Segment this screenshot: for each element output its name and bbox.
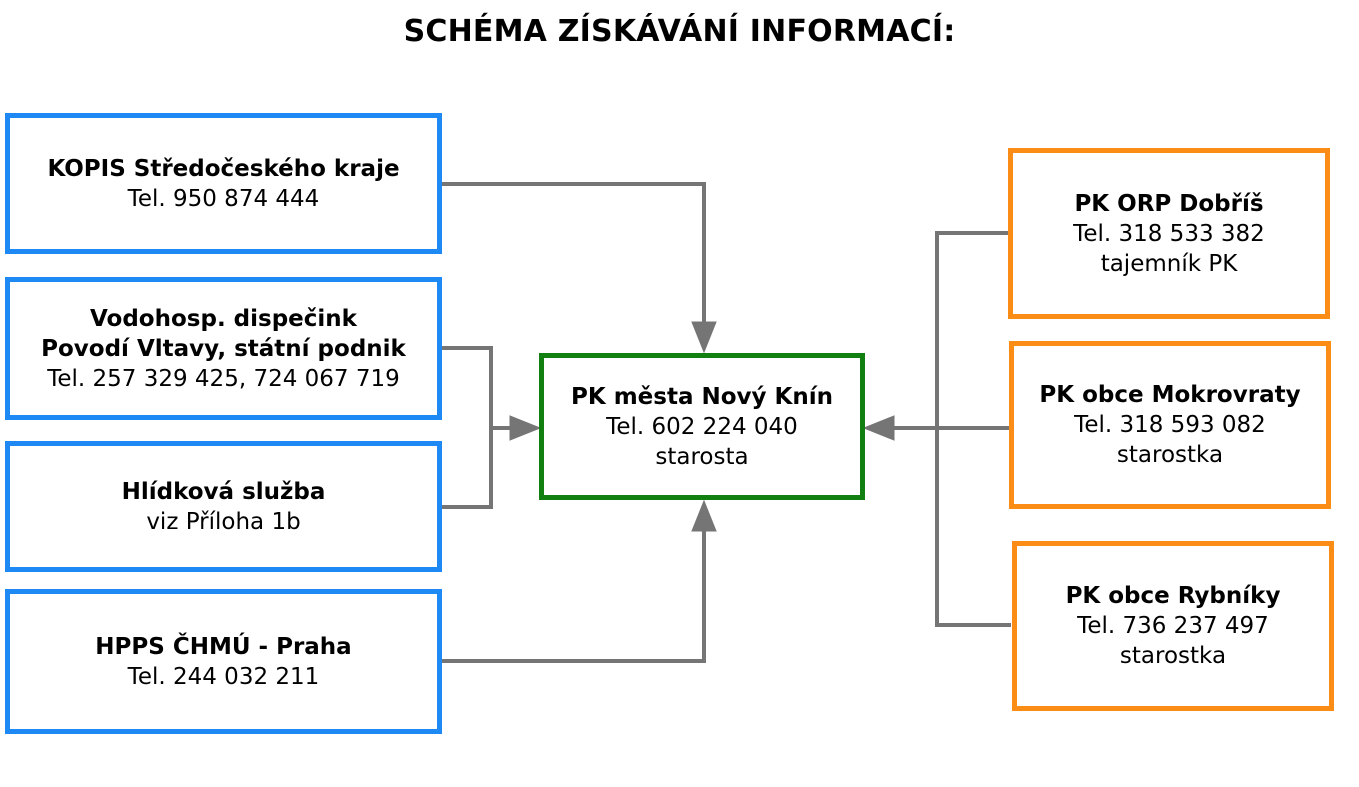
arrowhead-up [691, 499, 717, 532]
source-name-second-line: Povodí Vltavy, státní podnik [41, 335, 406, 362]
source-name: Hlídková služba [121, 478, 326, 505]
partner-box-orp-dobris: PK ORP Dobříš Tel. 318 533 382 tajemník … [1008, 148, 1330, 319]
source-name: HPPS ČHMÚ - Praha [95, 633, 352, 660]
arrowhead-right [509, 415, 542, 441]
partner-phone: Tel. 318 593 082 [1074, 412, 1266, 438]
partner-name: PK ORP Dobříš [1074, 190, 1264, 217]
source-box-hlidkova: Hlídková služba viz Příloha 1b [5, 441, 442, 572]
source-phone: Tel. 257 329 425, 724 067 719 [47, 365, 400, 392]
source-phone: Tel. 244 032 211 [127, 663, 320, 690]
partner-role: starostka [1119, 643, 1227, 669]
partner-role: tajemník PK [1100, 250, 1238, 277]
partner-phone: Tel. 736 237 497 [1077, 613, 1269, 639]
connector-hpps [441, 528, 706, 663]
source-name: KOPIS Středočeského kraje [47, 155, 400, 182]
center-name: PK města Nový Knín [571, 383, 833, 410]
center-phone: Tel. 602 224 040 [606, 413, 798, 440]
diagram-title: SCHÉMA ZÍSKÁVÁNÍ INFORMACÍ: [403, 14, 956, 49]
connector-kopis [441, 182, 706, 330]
source-box-hpps: HPPS ČHMÚ - Praha Tel. 244 032 211 [5, 589, 442, 734]
arrowhead-down [691, 321, 717, 354]
source-box-kopis: KOPIS Středočeského kraje Tel. 950 874 4… [5, 113, 442, 254]
partner-name: PK obce Rybníky [1065, 583, 1281, 609]
center-box-pk-novy-knin: PK města Nový Knín Tel. 602 224 040 star… [539, 353, 865, 500]
source-name: Vodohosp. dispečink [90, 305, 357, 332]
partner-role: starostka [1116, 442, 1224, 468]
center-role: starosta [655, 443, 749, 470]
source-phone: Tel. 950 874 444 [127, 185, 320, 212]
partner-box-rybniky: PK obce Rybníky Tel. 736 237 497 starost… [1012, 541, 1334, 711]
partner-box-mokrovraty: PK obce Mokrovraty Tel. 318 593 082 star… [1009, 341, 1331, 509]
partner-name: PK obce Mokrovraty [1039, 382, 1301, 408]
connector-vodohosp [441, 346, 493, 509]
partner-phone: Tel. 318 533 382 [1073, 220, 1265, 247]
arrowhead-left [862, 415, 895, 441]
source-reference: viz Příloha 1b [146, 508, 301, 535]
source-box-vodohosp: Vodohosp. dispečink Povodí Vltavy, státn… [5, 277, 442, 420]
